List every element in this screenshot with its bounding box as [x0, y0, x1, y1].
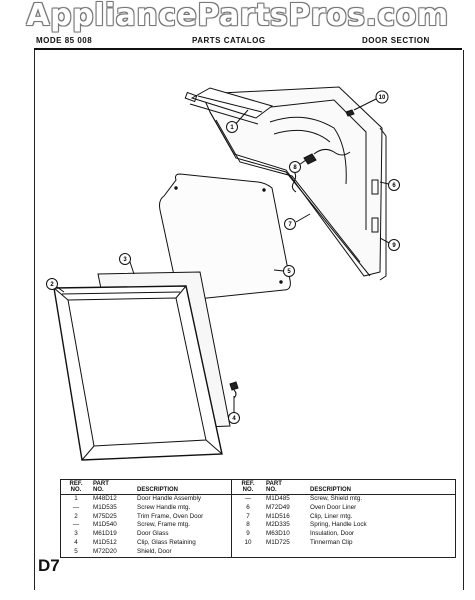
svg-text:2: 2 [50, 282, 54, 288]
callout-7: 7 [284, 218, 296, 230]
header-ref-right: REF.NO. [231, 479, 264, 495]
svg-text:1: 1 [230, 125, 234, 131]
svg-text:6: 6 [392, 183, 396, 189]
page-frame [34, 50, 464, 590]
watermark: AppliancePartsPros.com [26, 0, 449, 33]
callout-2: 2 [46, 278, 58, 290]
door-liner-drawing [184, 86, 387, 281]
catalog-label: PARTS CATALOG [192, 36, 266, 45]
callout-1: 1 [226, 121, 238, 133]
svg-text:10: 10 [379, 95, 386, 101]
svg-text:8: 8 [293, 165, 297, 171]
header-ref: REF.NO. [60, 479, 91, 495]
model-label: MODE 85 008 [36, 36, 93, 45]
page-code: D7 [38, 556, 60, 575]
header-description: DESCRIPTION [135, 479, 232, 495]
callout-3: 3 [119, 253, 131, 265]
svg-text:9: 9 [392, 243, 396, 249]
svg-text:5: 5 [287, 269, 291, 275]
section-label: DOOR SECTION [362, 36, 430, 45]
callout-8: 8 [289, 161, 301, 173]
callout-5: 5 [283, 265, 295, 277]
callout-9: 9 [388, 239, 400, 251]
header-description-right: DESCRIPTION [308, 479, 456, 495]
callout-6: 6 [388, 179, 400, 191]
callout-10: 10 [375, 90, 389, 104]
exploded-door-diagram: 1 10 8 6 7 9 5 3 2 4 [46, 86, 400, 461]
svg-text:7: 7 [288, 222, 292, 228]
svg-text:4: 4 [232, 416, 236, 422]
trim-frame-drawing [53, 285, 223, 461]
callout-4: 4 [228, 412, 240, 424]
svg-text:3: 3 [123, 257, 127, 263]
callout-markers: 1 10 8 6 7 9 5 3 2 4 [46, 90, 400, 424]
header-rule [34, 48, 462, 50]
